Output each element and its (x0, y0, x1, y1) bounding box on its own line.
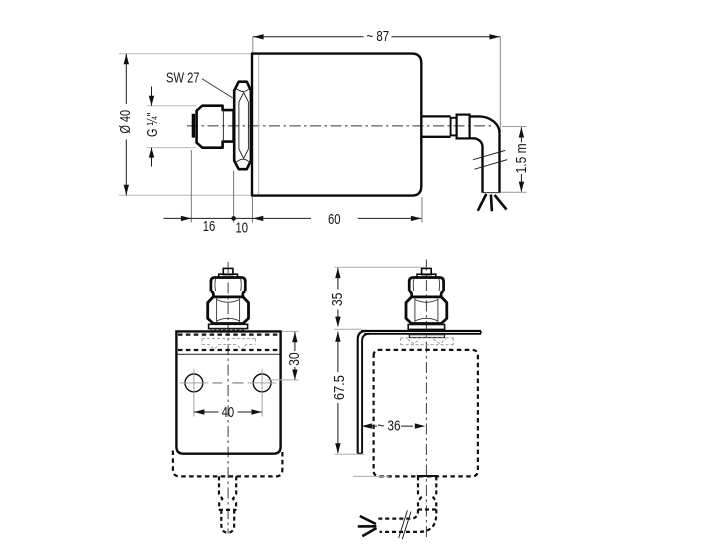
svg-text:G ¼": G ¼" (145, 113, 161, 138)
svg-text:60: 60 (328, 212, 341, 228)
svg-text:30: 30 (287, 352, 303, 366)
svg-text:SW 27: SW 27 (166, 71, 200, 87)
svg-text:1.5 m: 1.5 m (514, 143, 530, 173)
svg-text:10: 10 (236, 221, 249, 237)
svg-text:Ø 40: Ø 40 (118, 110, 134, 134)
svg-text:67.5: 67.5 (332, 375, 348, 400)
svg-text:~ 87: ~ 87 (367, 29, 390, 45)
svg-text:~ 36: ~ 36 (378, 418, 401, 434)
svg-text:40: 40 (222, 405, 235, 421)
svg-text:16: 16 (203, 219, 216, 235)
svg-text:35: 35 (330, 293, 346, 307)
